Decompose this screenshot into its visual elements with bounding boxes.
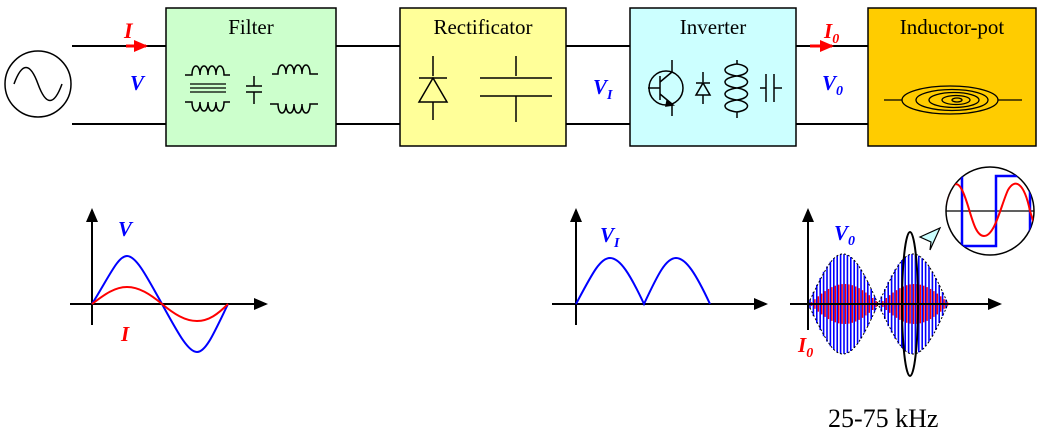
filter-label: Filter: [228, 15, 274, 39]
graph1-voltage-label: V: [118, 217, 134, 241]
graph2-voltage-symbol: V: [600, 223, 616, 247]
ac-source: [4, 50, 72, 118]
graph2-voltage-curve: [575, 256, 711, 307]
graph3-current-subscript: 0: [806, 346, 813, 361]
rectificator-block: Rectificator: [399, 7, 567, 147]
input-current-label: I: [123, 18, 134, 43]
inductor-pot-label: Inductor-pot: [900, 15, 1005, 39]
resonant-coil-icon: [724, 60, 749, 118]
inverter-label: Inverter: [680, 15, 746, 39]
freewheel-diode-icon: [694, 72, 712, 104]
graph3-voltage-envelope: [807, 253, 949, 355]
graph3-current-symbol: I: [797, 333, 807, 357]
graph3-voltage-symbol: V: [834, 221, 850, 245]
output-current-symbol: I: [823, 19, 833, 43]
frequency-label: 25-75 kHz: [828, 404, 938, 433]
dc-voltage-subscript: I: [606, 88, 613, 103]
inductor-pot-block: Inductor-pot: [867, 7, 1037, 147]
filter-inductors-icon: [185, 64, 318, 114]
sine-wave-icon: [13, 66, 63, 102]
zoom-ellipse: [901, 231, 919, 377]
output-voltage-label: V0: [822, 71, 843, 99]
diode-icon: [417, 56, 449, 120]
magnified-current-sine: [946, 182, 1034, 238]
graph1-current-curve: [91, 285, 229, 323]
transistor-icon: [648, 60, 684, 116]
graph2-voltage-subscript: I: [613, 236, 620, 251]
graph2-voltage-label: VI: [600, 223, 620, 251]
graph3-voltage-subscript: 0: [848, 234, 855, 249]
graph3-current-label: I0: [797, 333, 813, 361]
input-waveform-graph: V I: [70, 208, 268, 354]
graph3-voltage-label: V0: [834, 221, 855, 249]
dc-voltage-label: VI: [593, 75, 613, 103]
rectified-waveform-graph: VI: [552, 208, 768, 325]
wires: [72, 45, 868, 125]
output-voltage-symbol: V: [822, 71, 838, 95]
spiral-coil-icon: [884, 85, 1022, 115]
rectificator-label: Rectificator: [433, 15, 532, 39]
magnifier: [918, 166, 1035, 256]
graph1-current-label: I: [120, 322, 130, 346]
output-waveform-graph: V0 I0: [790, 208, 1002, 377]
input-voltage-label: V: [130, 71, 146, 95]
dc-voltage-symbol: V: [593, 75, 609, 99]
output-current-label: I0: [823, 19, 839, 47]
output-current-subscript: 0: [832, 32, 839, 47]
pointer-arrow-icon: [918, 226, 942, 251]
resonant-capacitor-icon: [760, 74, 782, 102]
output-voltage-subscript: 0: [836, 84, 843, 99]
filter-block: Filter: [165, 7, 337, 147]
capacitor-icon: [480, 56, 552, 122]
inverter-block: Inverter: [629, 7, 797, 147]
